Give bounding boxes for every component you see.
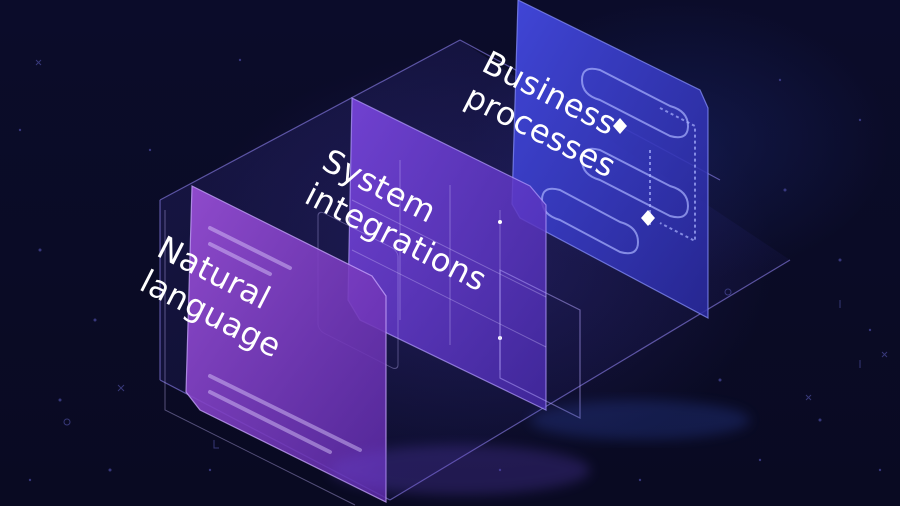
background-glyphs xyxy=(35,59,888,449)
background-particles xyxy=(18,58,882,482)
card-system-integrations xyxy=(317,97,581,419)
diamond-icon xyxy=(613,118,627,134)
text-lines-placeholder xyxy=(208,226,362,454)
reflection-glow xyxy=(330,445,590,495)
card-natural-language xyxy=(164,185,387,506)
reflection-glow xyxy=(530,400,750,440)
diamond-icon xyxy=(641,210,655,226)
card-business-processes xyxy=(511,0,709,319)
